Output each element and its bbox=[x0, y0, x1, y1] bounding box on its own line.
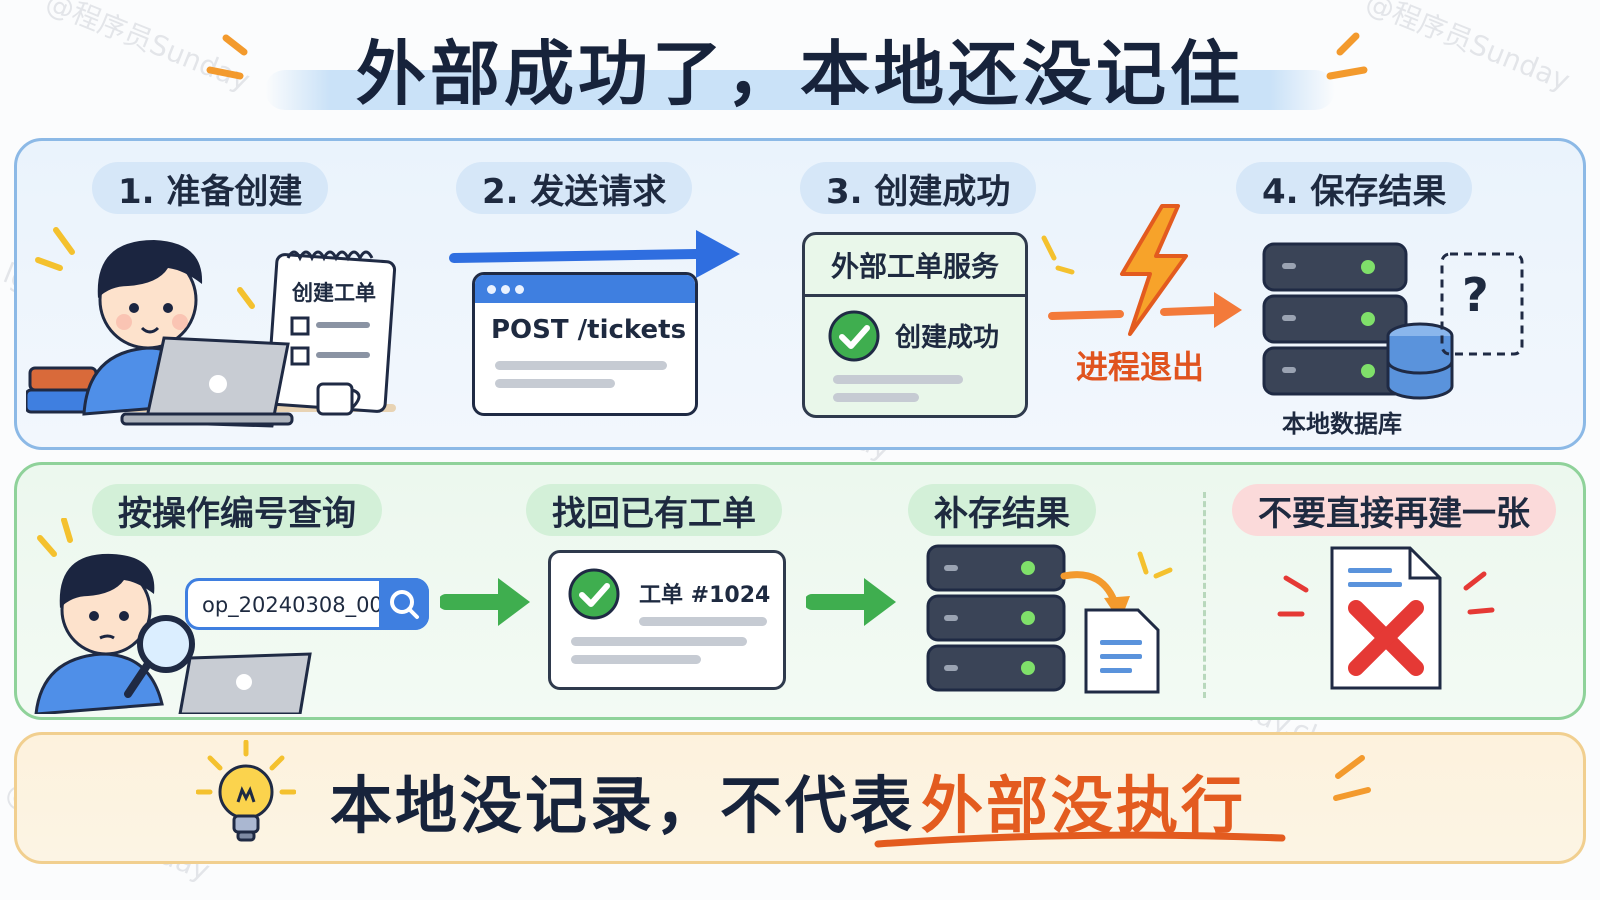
spark-icon bbox=[1041, 235, 1075, 275]
takeaway-text-part1: 本地没记录，不代表 bbox=[330, 769, 916, 842]
request-endpoint: POST /tickets bbox=[491, 315, 687, 345]
unknown-state-mark: ? bbox=[1462, 268, 1489, 322]
process-exit-label: 进程退出 bbox=[1076, 348, 1205, 386]
ticket-id-text: 工单 #1024 bbox=[639, 583, 771, 608]
server-save-result-icon bbox=[926, 544, 1160, 694]
step-4-label: 4. 保存结果 bbox=[1236, 162, 1473, 214]
rejected-duplicate-document-icon bbox=[1277, 546, 1495, 690]
lightbulb-icon bbox=[196, 740, 296, 842]
sparkle-icon bbox=[1326, 32, 1368, 80]
spark-icon bbox=[1137, 551, 1173, 579]
section-divider bbox=[1203, 492, 1206, 698]
takeaway-text-emphasis: 外部没执行 bbox=[921, 769, 1247, 842]
query-step-label: 按操作编号查询 bbox=[92, 484, 382, 536]
step-1-label: 1. 准备创建 bbox=[92, 162, 329, 214]
search-button[interactable] bbox=[379, 578, 429, 630]
sparkle-icon bbox=[206, 34, 248, 80]
sparkle-icon bbox=[1333, 755, 1371, 801]
request-arrow-icon bbox=[449, 230, 740, 278]
green-arrow-icon bbox=[440, 578, 530, 626]
check-circle-icon bbox=[828, 310, 880, 362]
developer-at-laptop-illustration: 创建工单 bbox=[26, 227, 397, 428]
green-arrow-icon bbox=[806, 578, 896, 626]
notepad-title: 创建工单 bbox=[291, 281, 376, 305]
local-database-server-icon bbox=[1262, 242, 1524, 400]
local-database-label: 本地数据库 bbox=[1282, 410, 1402, 438]
takeaway-banner-panel bbox=[14, 732, 1586, 864]
process-crash-lightning-icon bbox=[1048, 204, 1242, 336]
developer-searching-illustration bbox=[34, 518, 312, 714]
operation-id-value: op_20240308_001 bbox=[202, 593, 397, 617]
check-circle-icon bbox=[568, 568, 620, 620]
external-service-card: 外部工单服务 创建成功 bbox=[802, 232, 1028, 418]
search-icon bbox=[390, 590, 419, 619]
external-service-title: 外部工单服务 bbox=[805, 235, 1025, 297]
step-3-label: 3. 创建成功 bbox=[800, 162, 1037, 214]
operation-id-search-input[interactable]: op_20240308_001 bbox=[185, 578, 429, 630]
emphasis-underline bbox=[874, 831, 1286, 848]
store-step-label: 补存结果 bbox=[908, 484, 1096, 536]
service-status-text: 创建成功 bbox=[895, 323, 1000, 353]
http-request-window: POST /tickets bbox=[472, 272, 698, 416]
title-highlight bbox=[265, 70, 1335, 110]
page-title: 外部成功了，本地还没记住 bbox=[356, 32, 1244, 115]
step-2-label: 2. 发送请求 bbox=[456, 162, 693, 214]
existing-ticket-card: 工单 #1024 bbox=[548, 550, 786, 690]
takeaway-text: 本地没记录，不代表 外部没执行 bbox=[330, 750, 1246, 850]
avoid-step-label: 不要直接再建一张 bbox=[1232, 484, 1556, 536]
find-step-label: 找回已有工单 bbox=[526, 484, 782, 536]
